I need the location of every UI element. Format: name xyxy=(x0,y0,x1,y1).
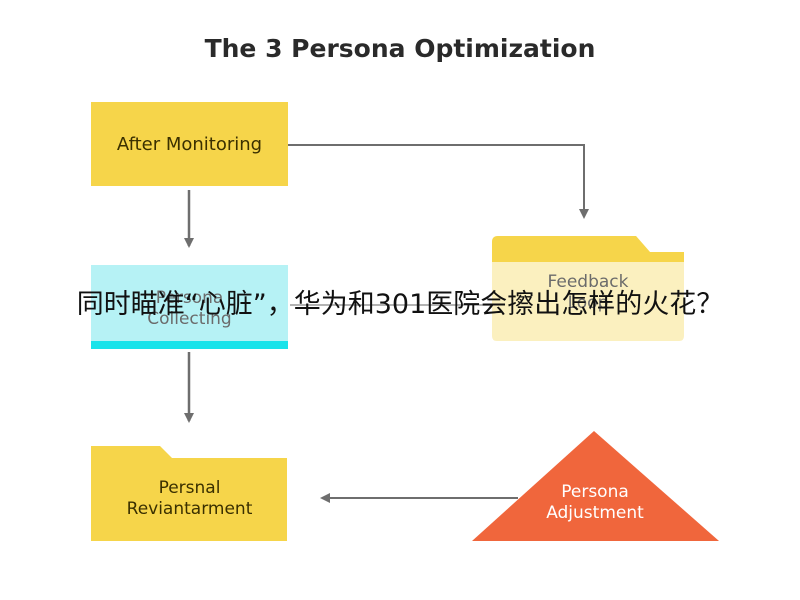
persona-collecting-label: Persona Collecting xyxy=(91,288,288,330)
feedback-line2: Loop xyxy=(567,293,609,313)
persona-collecting-line2: Collecting xyxy=(147,309,232,329)
overlay-caption: 同时瞄准“心脏”，华为和301医院会擦出怎样的火花？ xyxy=(76,289,724,320)
feedback-label: Feedback Loop xyxy=(492,272,684,314)
persnal-label: Persnal Reviantarment xyxy=(91,478,288,520)
persona-adjustment-triangle xyxy=(472,431,719,541)
feedback-line1: Feedback xyxy=(547,272,629,292)
page-title: The 3 Persona Optimization xyxy=(204,34,596,63)
feedback-folder xyxy=(492,236,684,341)
persnal-folder xyxy=(91,446,287,541)
after-monitoring-label: After Monitoring xyxy=(116,134,263,155)
persona-adjustment-line1: Persona xyxy=(561,482,629,502)
persnal-line1: Persnal xyxy=(158,478,221,498)
persona-collecting-box xyxy=(91,265,288,349)
persona-collecting-bar xyxy=(91,341,288,349)
after-monitoring-box xyxy=(91,102,288,186)
persnal-line2: Reviantarment xyxy=(126,499,253,519)
persona-collecting-line1: Persona xyxy=(155,288,224,308)
persona-adjustment-line2: Adjustment xyxy=(546,503,644,523)
arrow-monitor-to-feedback xyxy=(288,144,589,219)
persona-adjustment-label: Persona Adjustment xyxy=(500,482,690,524)
feedback-folder-tab xyxy=(492,236,684,262)
